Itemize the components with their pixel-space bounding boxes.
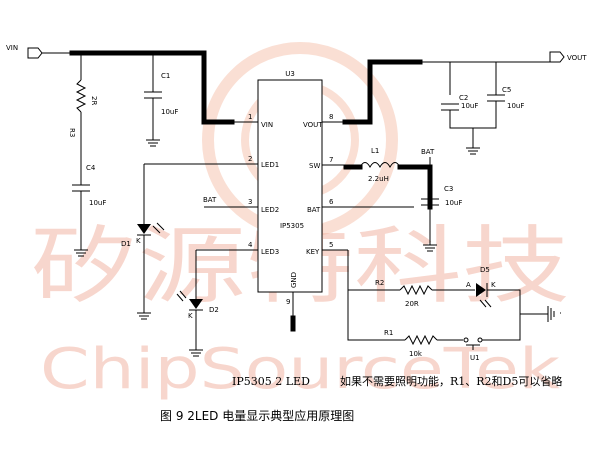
c3-value: 10uF: [445, 199, 462, 207]
r3-ref: R3: [68, 128, 76, 137]
vin-port-label: VIN: [6, 44, 18, 52]
watermark-en: ChipSourceTek: [40, 337, 561, 402]
d2-rays: [176, 290, 187, 302]
u1-contact-left: [463, 337, 469, 343]
ground-symbol: [189, 349, 203, 357]
pin-sw-name: SW: [309, 162, 320, 170]
pin-sw-num: 7: [329, 156, 333, 164]
ground-symbol: [74, 249, 88, 257]
vout-port-symbol: [549, 51, 565, 63]
vout-caps: C2 10uF C5 10uF: [441, 62, 524, 155]
ic-ref: U3: [285, 70, 295, 78]
u1-gnd-wire: [482, 314, 521, 341]
c1-branch: C1 10uF: [144, 53, 178, 147]
pin-vin-num: 1: [248, 113, 252, 121]
pin-led3-num: 4: [248, 241, 253, 249]
resistor-r3: [75, 79, 87, 113]
d2-ref: D2: [209, 306, 219, 314]
ic-part: IP5305: [280, 222, 304, 230]
ic-u3: U3 IP5305 1 VIN 2 LED1 3 LED2 4 LED3 8 V…: [144, 70, 414, 332]
c1-ref: C1: [161, 72, 170, 80]
ic-body: [257, 79, 323, 293]
c5-value: 10uF: [507, 102, 524, 110]
c4-value: 10uF: [89, 199, 106, 207]
d5-triangle: [476, 283, 486, 297]
u1-ref: U1: [470, 354, 480, 362]
l1-value: 2.2uH: [368, 175, 389, 183]
pin-vout-name: VOUT: [303, 121, 323, 129]
pin-key-name: KEY: [306, 248, 320, 256]
c2-ref: C2: [459, 94, 468, 102]
r3-value: 2R: [90, 96, 98, 105]
pin-gnd-num: 9: [286, 298, 290, 306]
resistor-r2: [399, 284, 433, 296]
led-d1: K D1: [121, 164, 165, 320]
d5-a: A: [466, 281, 471, 289]
ground-symbol: [423, 244, 437, 252]
pin-vout-num: 8: [329, 113, 333, 121]
r3-c4-branch: 2R R3 C4 10uF: [68, 53, 106, 257]
l1-right-lead: [397, 164, 433, 210]
c5-ref: C5: [502, 86, 511, 94]
r1-ref: R1: [384, 329, 393, 337]
pin-bat-num: 6: [329, 198, 334, 206]
ground-symbol: [137, 312, 151, 320]
pin-gnd-name: GND: [290, 272, 298, 288]
r2-ref: R2: [375, 279, 384, 287]
ground-symbol: [547, 306, 561, 322]
r2-value: 20R: [405, 300, 419, 308]
bat-top-label: BAT: [421, 148, 435, 156]
d5-k: K: [491, 281, 496, 289]
pin-key-num: 5: [329, 241, 333, 249]
pin-led2-name: LED2: [261, 206, 279, 214]
pin-led1-name: LED1: [261, 161, 279, 169]
note-text: 如果不需要照明功能，R1、R2和D5可以省略: [340, 374, 562, 388]
vout-bus: [342, 59, 423, 125]
d2-triangle: [189, 299, 203, 309]
d5-ref: D5: [480, 266, 490, 274]
c3-ref: C3: [444, 185, 453, 193]
pin-vin-name: VIN: [261, 121, 273, 129]
switch-u1: U1: [463, 337, 483, 362]
vout-port: VOUT: [549, 51, 587, 63]
resistor-r1: [404, 334, 438, 346]
d5-gnd-wire: [487, 289, 548, 315]
d5-rays: [479, 299, 492, 308]
pin-led1-num: 2: [248, 155, 252, 163]
vin-port-symbol: [27, 47, 43, 59]
c2-value: 10uF: [461, 102, 478, 110]
l1-ref: L1: [371, 147, 379, 155]
key-r1-wire: [347, 290, 405, 341]
note-prefix: IP5305 2 LED: [232, 375, 310, 388]
d1-ref: D1: [121, 240, 131, 248]
d2-k: K: [188, 312, 193, 320]
l1-coil: [359, 162, 401, 169]
vin-bus: [69, 50, 235, 125]
vout-port-label: VOUT: [567, 54, 587, 62]
c4-ref: C4: [86, 164, 96, 172]
c1-value: 10uF: [161, 108, 178, 116]
ground-symbol: [466, 147, 480, 155]
r1-value: 10k: [409, 350, 423, 358]
pin-led2-num: 3: [248, 198, 252, 206]
u1-contact-right: [477, 337, 483, 343]
d1-rays: [152, 222, 165, 234]
d1-triangle: [137, 224, 151, 234]
c3-branch: C3 10uF: [421, 185, 462, 252]
pin-led3-name: LED3: [261, 248, 279, 256]
d1-k: K: [136, 237, 141, 245]
pin-bat-name: BAT: [307, 206, 321, 214]
vin-port: VIN: [6, 44, 43, 59]
figure-caption: 图 9 2LED 电量显示典型应用原理图: [160, 408, 354, 423]
led-d2: K D2: [176, 250, 219, 357]
vout-caps-bottom: [449, 101, 497, 148]
key-network: R2 20R D5 A K R1 10k U1: [347, 250, 561, 362]
bat-led2-label: BAT: [203, 196, 217, 204]
ground-symbol: [146, 139, 160, 147]
